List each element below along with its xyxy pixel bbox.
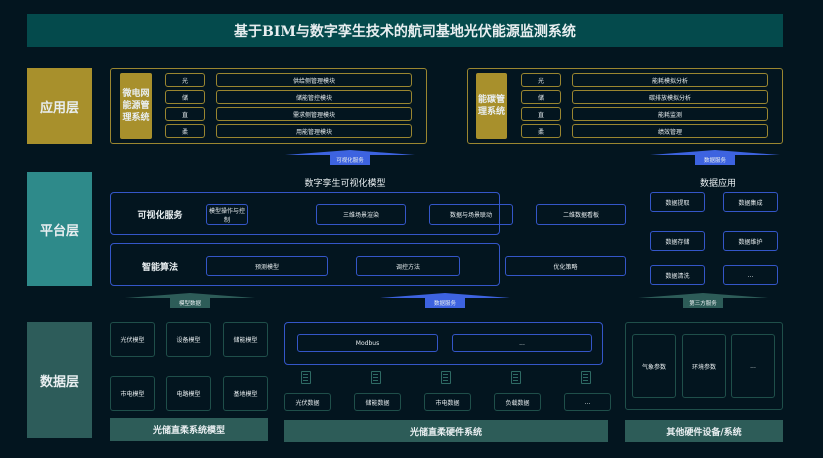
arrow-data-service-top: 数据服务 bbox=[650, 150, 780, 165]
tag-cell: 光 bbox=[521, 73, 561, 87]
hw-data-item[interactable]: 市电数据 bbox=[424, 393, 471, 411]
algo-label: 智能算法 bbox=[141, 262, 178, 273]
data-app-heading: 数据应用 bbox=[699, 178, 736, 189]
data-app-item[interactable]: 数据维护 bbox=[723, 231, 778, 251]
document-icon bbox=[441, 371, 451, 384]
protocol-item[interactable]: ... bbox=[452, 334, 592, 352]
arrow-label: 数据服务 bbox=[695, 155, 735, 165]
carbon-system-label: 能碳管理系统 bbox=[476, 73, 507, 139]
tag-cell: 直 bbox=[521, 107, 561, 121]
other-hw-item[interactable]: 气象参数 bbox=[632, 334, 676, 398]
data-app-item[interactable]: 数据提取 bbox=[650, 192, 705, 212]
page-title: 基于BIM与数字孪生技术的航司基地光伏能源监测系统 bbox=[27, 14, 783, 47]
layer-label-app: 应用层 bbox=[27, 68, 92, 144]
tag-cell: 直 bbox=[165, 107, 205, 121]
tag-cell: 柔 bbox=[165, 124, 205, 138]
arrow-data-service-mid: 数据服务 bbox=[380, 293, 510, 308]
model-item[interactable]: 基地模型 bbox=[223, 376, 268, 411]
module-item[interactable]: 需求侧管理模块 bbox=[216, 107, 412, 121]
other-hw-item[interactable]: ... bbox=[731, 334, 775, 398]
hw-data-item[interactable]: ... bbox=[564, 393, 611, 411]
document-icon bbox=[581, 371, 591, 384]
arrow-label: 可视化服务 bbox=[330, 155, 370, 165]
module-item[interactable]: 绩效管理 bbox=[572, 124, 768, 138]
protocol-panel bbox=[284, 322, 603, 365]
document-icon bbox=[371, 371, 381, 384]
model-item[interactable]: 光伏模型 bbox=[110, 322, 155, 357]
models-label: 光储直柔系统模型 bbox=[110, 418, 268, 441]
algo-item[interactable]: 调控方法 bbox=[356, 256, 460, 276]
tag-cell: 储 bbox=[165, 90, 205, 104]
vis-service-item[interactable]: 二维数据看板 bbox=[536, 204, 626, 225]
hw-data-item[interactable]: 光伏数据 bbox=[284, 393, 331, 411]
algo-panel bbox=[110, 243, 500, 286]
tag-cell: 储 bbox=[521, 90, 561, 104]
tag-cell: 光 bbox=[165, 73, 205, 87]
tag-cell: 柔 bbox=[521, 124, 561, 138]
hw-label: 光储直柔硬件系统 bbox=[284, 420, 608, 442]
data-app-item[interactable]: 数据清洗 bbox=[650, 265, 705, 285]
microgrid-system-panel bbox=[110, 68, 427, 144]
module-item[interactable]: 用能管理模块 bbox=[216, 124, 412, 138]
module-item[interactable]: 能耗模拟分析 bbox=[572, 73, 768, 87]
microgrid-system-label: 微电网能源管理系统 bbox=[120, 73, 152, 139]
algo-item[interactable]: 预测模型 bbox=[206, 256, 328, 276]
document-icon bbox=[301, 371, 311, 384]
vis-service-panel bbox=[110, 192, 500, 235]
arrow-model-data: 模型数据 bbox=[125, 293, 255, 308]
document-icon bbox=[511, 371, 521, 384]
digital-twin-heading: 数字孪生可视化模型 bbox=[304, 178, 386, 189]
carbon-system-panel bbox=[467, 68, 783, 144]
arrow-vis-service: 可视化服务 bbox=[285, 150, 415, 165]
vis-service-item[interactable]: 模型操作与控制 bbox=[206, 204, 248, 225]
other-hw-item[interactable]: 环境参数 bbox=[682, 334, 726, 398]
algo-item[interactable]: 优化策略 bbox=[505, 256, 626, 276]
other-hw-label: 其他硬件设备/系统 bbox=[625, 420, 783, 442]
model-item[interactable]: 市电模型 bbox=[110, 376, 155, 411]
other-hw-panel bbox=[625, 322, 783, 410]
data-app-item[interactable]: 数据集成 bbox=[723, 192, 778, 212]
module-item[interactable]: 储能管控模块 bbox=[216, 90, 412, 104]
layer-label-platform: 平台层 bbox=[27, 172, 92, 286]
model-item[interactable]: 电路模型 bbox=[166, 376, 211, 411]
vis-service-label: 可视化服务 bbox=[137, 210, 183, 221]
arrow-label: 第三方服务 bbox=[683, 298, 723, 308]
vis-service-item[interactable]: 数据与场景联动 bbox=[429, 204, 513, 225]
data-app-item[interactable]: 数据存储 bbox=[650, 231, 705, 251]
arrow-label: 模型数据 bbox=[170, 298, 210, 308]
module-item[interactable]: 能耗监测 bbox=[572, 107, 768, 121]
protocol-item[interactable]: Modbus bbox=[297, 334, 438, 352]
model-item[interactable]: 设备模型 bbox=[166, 322, 211, 357]
vis-service-item[interactable]: 三维场景渲染 bbox=[316, 204, 406, 225]
hw-data-item[interactable]: 负载数据 bbox=[494, 393, 541, 411]
module-item[interactable]: 碳排放模拟分析 bbox=[572, 90, 768, 104]
arrow-third-party: 第三方服务 bbox=[638, 293, 768, 308]
layer-label-data: 数据层 bbox=[27, 322, 92, 438]
module-item[interactable]: 供给侧管理模块 bbox=[216, 73, 412, 87]
arrow-label: 数据服务 bbox=[425, 298, 465, 308]
data-app-item[interactable]: ... bbox=[723, 265, 778, 285]
model-item[interactable]: 储能模型 bbox=[223, 322, 268, 357]
hw-data-item[interactable]: 储能数据 bbox=[354, 393, 401, 411]
